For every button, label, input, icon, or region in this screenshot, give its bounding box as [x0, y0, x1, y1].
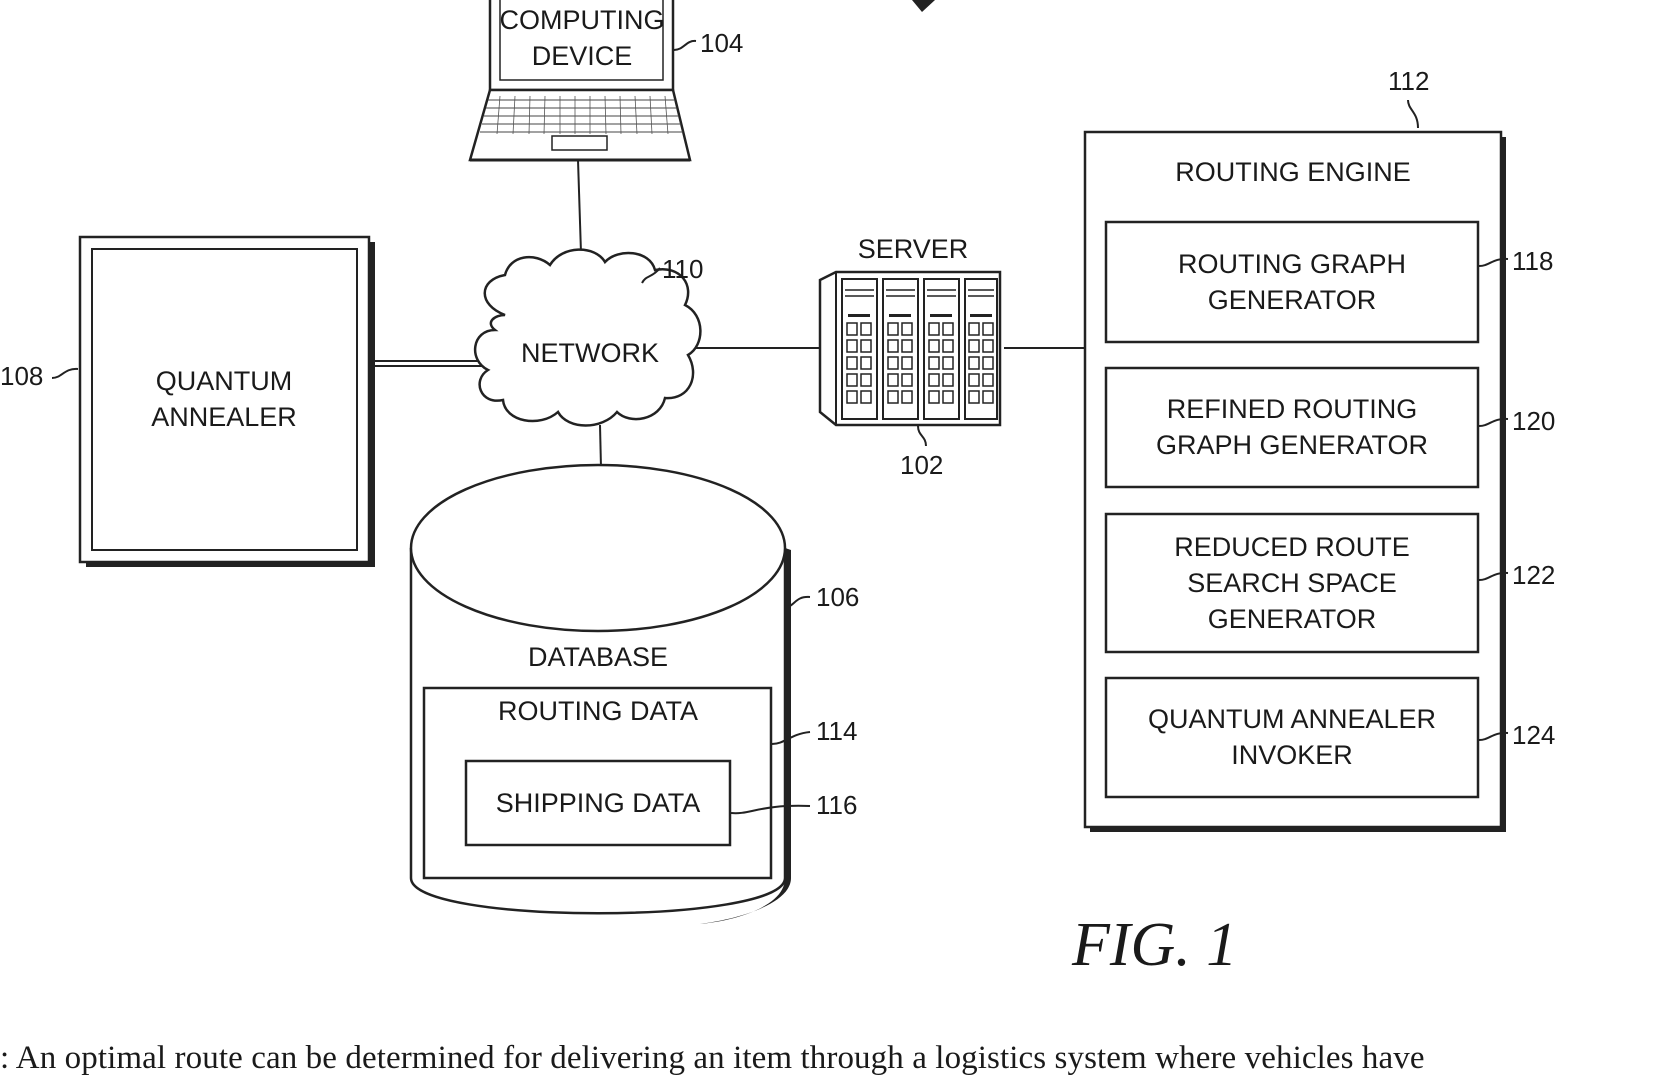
- reduced-route-search-space-generator-label-line2: SEARCH SPACE: [1187, 568, 1397, 598]
- ref-102: 102: [900, 450, 943, 480]
- network-label: NETWORK: [521, 338, 659, 368]
- refined-routing-graph-generator-label-line1: REFINED ROUTING: [1167, 394, 1418, 424]
- ref-104: 104: [700, 28, 743, 58]
- routing-engine-label: ROUTING ENGINE: [1175, 157, 1411, 187]
- ref-122: 122: [1512, 560, 1555, 590]
- ref-leader-108: [52, 369, 78, 378]
- routing-graph-generator-box: [1106, 222, 1478, 342]
- quantum-annealer-label-line2: ANNEALER: [151, 402, 297, 432]
- shipping-data-label: SHIPPING DATA: [496, 788, 701, 818]
- figure-caption: : An optimal route can be determined for…: [0, 1040, 1665, 1077]
- ref-108: 108: [0, 361, 43, 391]
- ref-leader-104: [674, 41, 696, 50]
- reduced-route-search-space-generator-label-line1: REDUCED ROUTE: [1174, 532, 1410, 562]
- ref-118: 118: [1512, 246, 1553, 276]
- ref-leader-112: [1408, 100, 1418, 128]
- ref-106: 106: [816, 582, 859, 612]
- quantum-annealer-label-line1: QUANTUM: [156, 366, 293, 396]
- computing-device-label-line2: DEVICE: [532, 41, 633, 71]
- quantum-annealer-inner-box: [92, 249, 357, 550]
- computing-device-label-line1: COMPUTING: [500, 5, 665, 35]
- ref-112: 112: [1388, 66, 1429, 96]
- top-arrow-fragment: [912, 0, 935, 12]
- refined-routing-graph-generator-box: [1106, 368, 1478, 487]
- quantum-annealer-invoker-label-line1: QUANTUM ANNEALER: [1148, 704, 1436, 734]
- ref-leader-102: [918, 426, 926, 446]
- quantum-annealer-invoker-label-line2: INVOKER: [1231, 740, 1353, 770]
- quantum-annealer-invoker-box: [1106, 678, 1478, 797]
- database-label: DATABASE: [528, 642, 668, 672]
- ref-116: 116: [816, 790, 857, 820]
- ref-124: 124: [1512, 720, 1555, 750]
- server-label: SERVER: [858, 234, 969, 264]
- ref-114: 114: [816, 716, 857, 746]
- refined-routing-graph-generator-label-line2: GRAPH GENERATOR: [1156, 430, 1428, 460]
- server-rack-icon: [820, 272, 1000, 425]
- ref-110: 110: [662, 254, 703, 284]
- routing-graph-generator-label-line1: ROUTING GRAPH: [1178, 249, 1406, 279]
- routing-graph-generator-label-line2: GENERATOR: [1208, 285, 1377, 315]
- figure-label: FIG. 1: [1071, 911, 1237, 979]
- connector-network-database: [600, 425, 601, 468]
- reduced-route-search-space-generator-label-line3: GENERATOR: [1208, 604, 1377, 634]
- ref-120: 120: [1512, 406, 1555, 436]
- routing-data-label: ROUTING DATA: [498, 696, 698, 726]
